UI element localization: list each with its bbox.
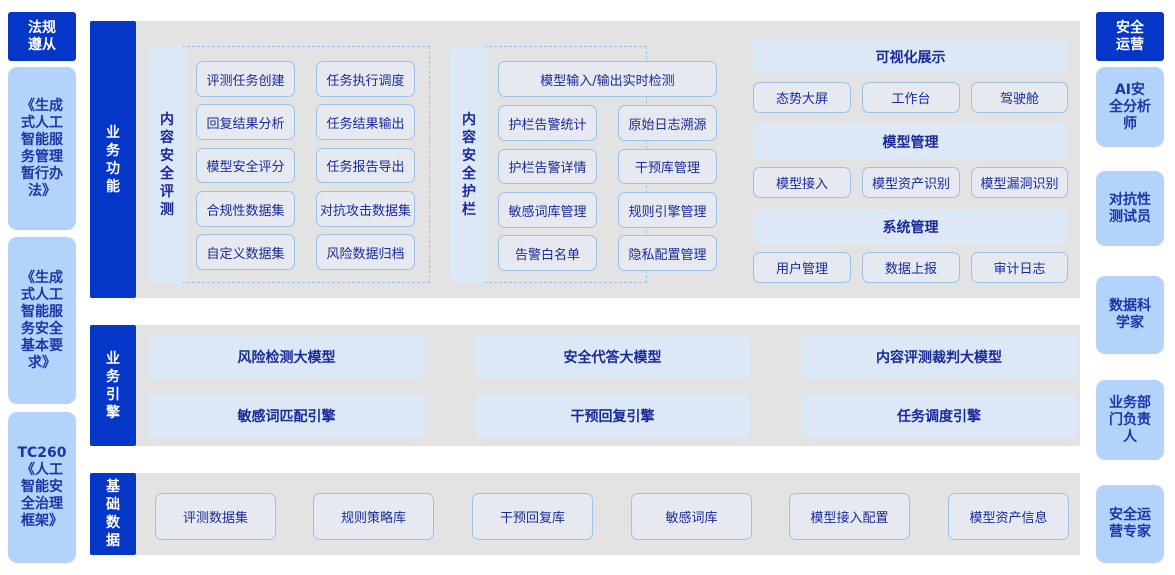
base-data-item: 规则策略库 [313,493,434,540]
base-data-label: 基础数据 [90,473,136,555]
base-data-item: 干预回复库 [472,493,593,540]
guard-button[interactable]: 干预库管理 [618,149,717,184]
model-button[interactable]: 模型漏洞识别 [971,167,1068,198]
eval-button[interactable]: 评测任务创建 [196,61,295,97]
eval-button[interactable]: 任务执行调度 [316,61,415,97]
guard-button[interactable]: 护栏告警详情 [498,149,597,184]
eval-button[interactable]: 对抗攻击数据集 [316,191,415,227]
regulation-item: TC260《人工智能安全治理框架》 [8,412,76,563]
eval-button[interactable]: 模型安全评分 [196,148,295,183]
guard-button[interactable]: 原始日志溯源 [618,105,717,141]
guard-button[interactable]: 敏感词库管理 [498,192,597,228]
system-button[interactable]: 数据上报 [862,252,960,283]
system-management-header: 系统管理 [753,209,1068,244]
guard-button[interactable]: 护栏告警统计 [498,105,597,141]
eval-button[interactable]: 任务报告导出 [316,148,415,183]
engine-item: 任务调度引擎 [801,394,1077,438]
base-data-item: 敏感词库 [631,493,752,540]
base-data-item: 评测数据集 [155,493,276,540]
system-button[interactable]: 用户管理 [753,252,851,283]
compliance-header: 法规遵从 [8,12,76,61]
visualization-button[interactable]: 驾驶舱 [971,82,1068,113]
regulation-item: 《生成式人工智能服务安全基本要求》 [8,237,76,404]
engine-item: 风险检测大模型 [148,335,425,379]
eval-group-label: 内容安全评测 [148,46,186,283]
guard-button[interactable]: 规则引擎管理 [618,192,717,228]
eval-button[interactable]: 风险数据归档 [316,234,415,270]
role-item: 数据科学家 [1096,276,1164,354]
visualization-button[interactable]: 态势大屏 [753,82,851,113]
eval-button[interactable]: 回复结果分析 [196,104,295,140]
guard-button[interactable]: 告警白名单 [498,235,597,271]
eval-button[interactable]: 任务结果输出 [316,104,415,140]
engine-item: 内容评测裁判大模型 [801,335,1077,379]
operations-header: 安全运营 [1096,12,1164,61]
role-item: AI安全分析师 [1096,67,1164,147]
eval-button[interactable]: 自定义数据集 [196,234,295,270]
engine-item: 干预回复引擎 [475,394,750,438]
base-data-item: 模型资产信息 [948,493,1069,540]
role-item: 安全运营专家 [1096,485,1164,563]
engine-item: 安全代答大模型 [475,335,750,379]
role-item: 对抗性测试员 [1096,171,1164,246]
engine-label: 业务引擎 [90,325,136,446]
system-button[interactable]: 审计日志 [971,252,1068,283]
model-management-header: 模型管理 [753,124,1068,159]
visualization-header: 可视化展示 [753,39,1068,74]
regulation-item: 《生成式人工智能服务管理暂行办法》 [8,67,76,230]
engine-item: 敏感词匹配引擎 [148,394,425,438]
guard-realtime-button[interactable]: 模型输入/输出实时检测 [498,61,717,97]
eval-button[interactable]: 合规性数据集 [196,191,295,227]
business-functions-label: 业务功能 [90,21,136,298]
guard-group-label: 内容安全护栏 [450,46,488,283]
visualization-button[interactable]: 工作台 [862,82,960,113]
guard-button[interactable]: 隐私配置管理 [618,235,717,271]
base-data-item: 模型接入配置 [789,493,910,540]
role-item: 业务部门负责人 [1096,380,1164,460]
model-button[interactable]: 模型资产识别 [862,167,960,198]
model-button[interactable]: 模型接入 [753,167,851,198]
